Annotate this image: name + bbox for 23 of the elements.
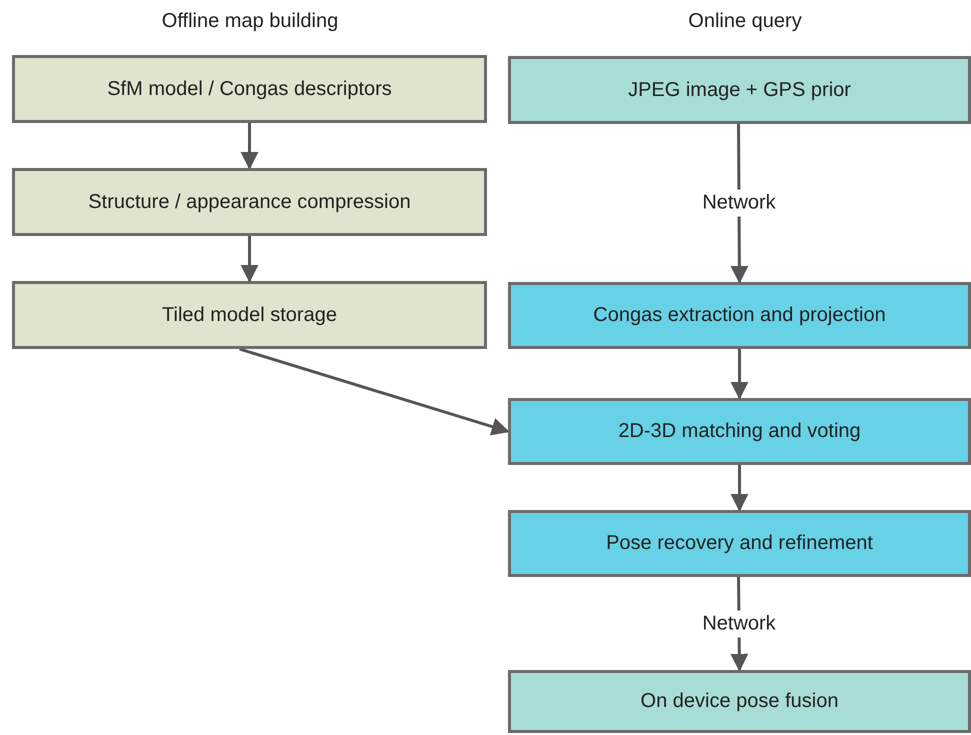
box-label: Pose recovery and refinement — [606, 532, 873, 555]
column-heading: Online query — [688, 10, 802, 33]
arrow — [730, 349, 748, 400]
box-label: JPEG image + GPS prior — [628, 78, 851, 102]
box-label: Congas extraction and projection — [593, 304, 886, 327]
process-box — [12, 55, 487, 123]
process-box — [508, 398, 971, 465]
process-box — [508, 56, 971, 124]
column-heading: Offline map building — [162, 10, 338, 33]
arrow — [730, 465, 748, 512]
process-box — [508, 510, 971, 577]
box-label: 2D-3D matching and voting — [618, 420, 861, 443]
arrow — [239, 348, 510, 436]
box-label: On device pose fusion — [640, 690, 838, 713]
process-box — [508, 282, 971, 349]
process-box — [12, 168, 487, 236]
box-label: Structure / appearance compression — [88, 190, 411, 214]
process-box — [12, 281, 487, 349]
box-label: SfM model / Congas descriptors — [107, 78, 392, 100]
arrow — [240, 236, 258, 283]
process-box — [508, 670, 971, 733]
arrow — [240, 123, 258, 170]
box-label: Tiled model storage — [162, 304, 337, 326]
